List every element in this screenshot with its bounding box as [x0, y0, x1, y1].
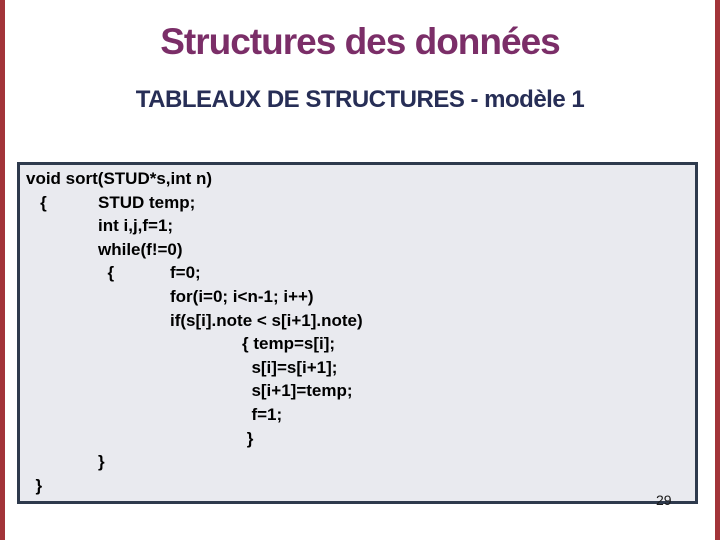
code-block: void sort(STUD*s,int n) { STUD temp; int… — [26, 169, 363, 495]
slide-title: Structures des données — [160, 21, 561, 62]
page-number: 29 — [656, 492, 672, 508]
right-edge-bar — [715, 0, 720, 540]
left-edge-bar — [0, 0, 5, 540]
slide-subtitle: TABLEAUX DE STRUCTURES - modèle 1 — [135, 86, 585, 113]
code-panel: void sort(STUD*s,int n) { STUD temp; int… — [17, 162, 698, 504]
